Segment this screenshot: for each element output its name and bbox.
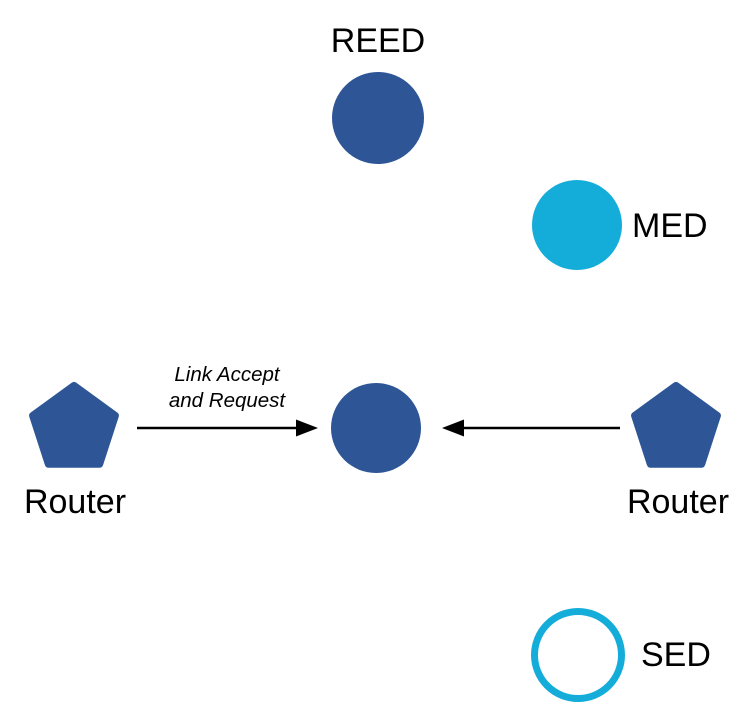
right-arrow-head — [442, 419, 464, 437]
left-arrow-label: Link Accept and Request — [137, 362, 317, 414]
sed-node-circle — [531, 608, 625, 702]
left-arrow-label-line1: Link Accept — [174, 363, 280, 386]
center-node-circle — [331, 383, 421, 473]
router-right-pentagon — [631, 382, 721, 468]
left-arrow-label-line2: and Request — [168, 389, 286, 412]
sed-node-label: SED — [641, 636, 711, 674]
router-left-node-label: Router — [23, 483, 127, 521]
med-node-circle — [532, 180, 622, 270]
med-node-label: MED — [632, 207, 708, 245]
left-arrow-head — [296, 419, 318, 437]
reed-node-circle — [332, 72, 424, 164]
router-left-pentagon — [29, 382, 119, 468]
router-right-node-label: Router — [626, 483, 730, 521]
reed-node-label: REED — [330, 22, 426, 60]
